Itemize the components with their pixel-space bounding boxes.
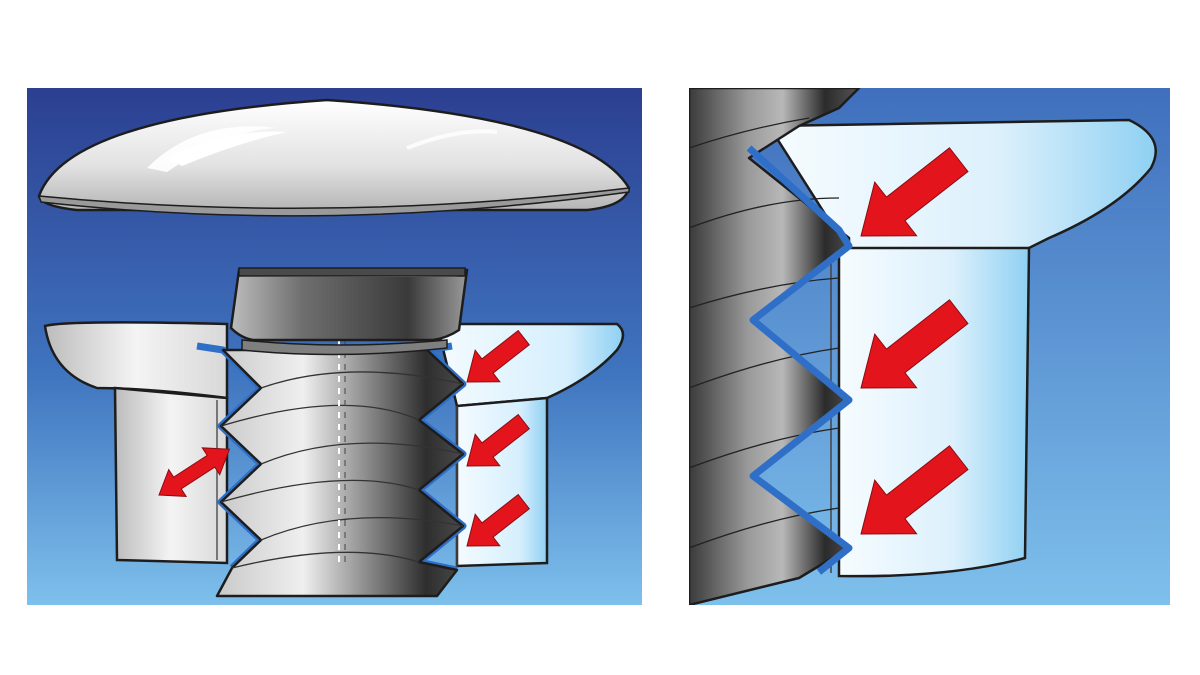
thread-detail-illustration <box>689 88 1170 605</box>
screw-shaft <box>215 328 465 598</box>
screw-head <box>37 98 631 217</box>
panel-thread-detail <box>689 88 1170 605</box>
arrow-left-down <box>860 445 969 535</box>
arrow-left-down <box>860 299 969 389</box>
double-arrow <box>158 447 231 497</box>
thread-contact-detail <box>746 145 853 575</box>
arrow-left-down <box>466 493 530 547</box>
arrow-left-down <box>466 329 530 383</box>
arrow-left-down <box>860 147 969 237</box>
arrow-left-down <box>466 413 530 467</box>
screw-neck <box>229 267 469 356</box>
panel-full-assembly <box>27 88 642 605</box>
screw-assembly-illustration <box>27 88 642 605</box>
